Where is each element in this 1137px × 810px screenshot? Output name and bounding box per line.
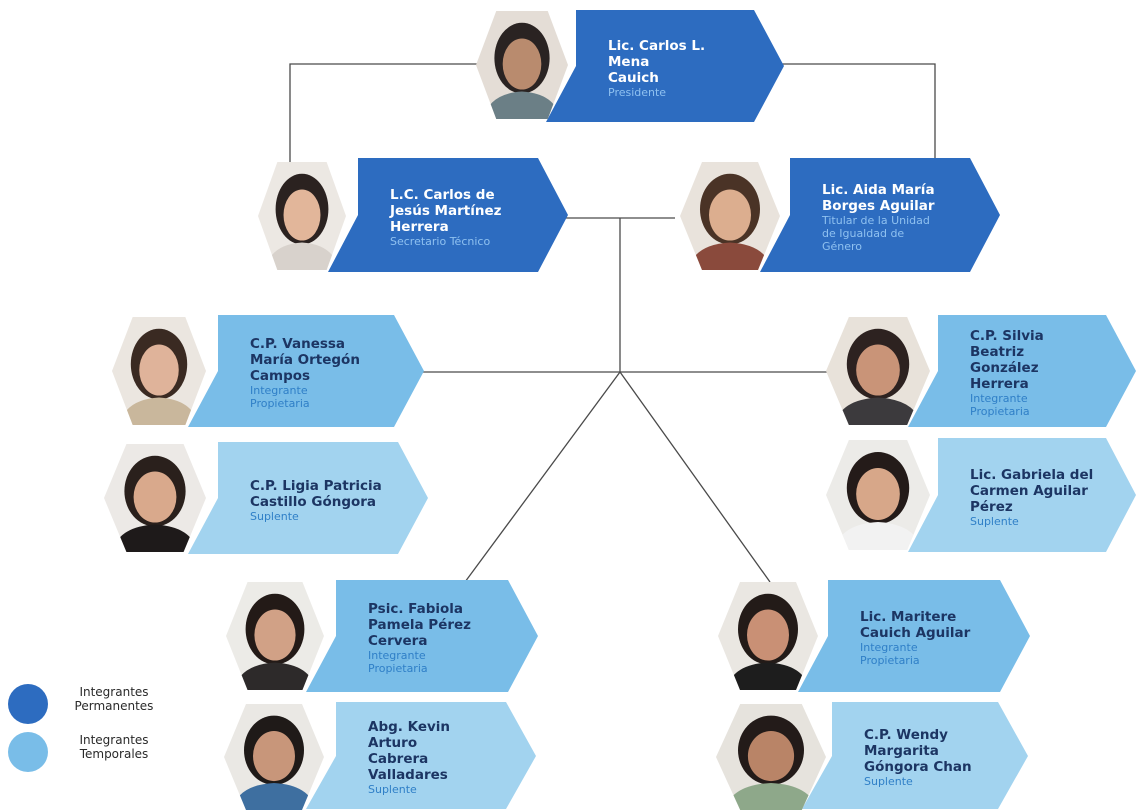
member-role: Integrante Propietaria [860,641,920,667]
legend-permanent: Integrantes Permanentes [8,682,178,726]
person-photo-icon [476,11,568,119]
person-photo-icon [716,704,826,810]
face-shape [856,468,900,520]
person-photo-icon [826,440,930,550]
face-shape [747,730,795,782]
shoulders-shape [834,522,922,550]
member-role: Suplente [970,514,1019,528]
shoulders-shape [265,242,339,270]
face-shape [856,344,900,396]
banner-vanessa: C.P. Vanessa María Ortegón Campos Integr… [188,315,424,427]
shoulders-shape [726,662,810,690]
face-shape [283,189,321,241]
person-photo-icon [718,582,818,690]
photo-ligia [104,444,206,552]
member-role: Secretario Técnico [390,234,491,248]
person-photo-icon [826,317,930,425]
person-photo-icon [258,162,346,270]
member-name: Lic. Maritere Cauich Aguilar [860,609,971,641]
photo-fabiola [226,582,324,690]
person-photo-icon [104,444,206,552]
banner-wendy: C.P. Wendy Margarita Góngora Chan Suplen… [802,702,1028,809]
member-role: Suplente [368,783,417,796]
member-role: Suplente [864,775,913,788]
person-photo-icon [226,582,324,690]
member-name: Lic. Carlos L. Mena Cauich [608,37,706,86]
banner-kevin: Abg. Kevin Arturo Cabrera Valladares Sup… [306,702,536,809]
banner-secretary: L.C. Carlos de Jesús Martínez Herrera Se… [328,158,568,272]
face-shape [139,344,179,396]
banner-fabiola: Psic. Fabiola Pamela Pérez Cervera Integ… [306,580,538,692]
photo-gender-unit [680,162,780,270]
member-role: Integrante Propietaria [970,392,1030,418]
photo-maritere [718,582,818,690]
member-name: C.P. Silvia Beatriz González Herrera [970,328,1044,392]
member-name: Psic. Fabiola Pamela Pérez Cervera [368,601,472,649]
member-name: Abg. Kevin Arturo Cabrera Valladares [368,719,451,783]
banner-gabriela: Lic. Gabriela del Carmen Aguilar Pérez S… [908,438,1136,552]
shoulders-shape [483,91,561,119]
legend-label-temporary: Integrantes Temporales [79,733,149,761]
photo-wendy [716,704,826,810]
photo-silvia [826,317,930,425]
shoulders-shape [232,783,316,810]
photo-president [476,11,568,119]
shoulders-shape [119,397,199,425]
member-role: Presidente [608,85,667,99]
banner-maritere: Lic. Maritere Cauich Aguilar Integrante … [798,580,1030,692]
face-shape [254,609,296,661]
connector-bottom-left [464,371,621,583]
face-shape [133,471,177,523]
banner-president: Lic. Carlos L. Mena Cauich Presidente [546,10,784,122]
member-role: Suplente [250,509,299,523]
photo-kevin [224,704,324,810]
legend-dot-temporary [8,732,48,772]
legend-dot-permanent [8,684,48,724]
member-role: Integrante Propietaria [250,384,310,410]
photo-vanessa [112,317,206,425]
member-role: Titular de la Unidad de Igualdad de Géne… [822,213,930,253]
photo-gabriela [826,440,930,550]
banner-gender-unit: Lic. Aida María Borges Aguilar Titular d… [760,158,1000,272]
connector-bottom-right [619,371,771,583]
connector-top-hub [562,217,675,372]
member-name: Lic. Gabriela del Carmen Aguilar Pérez [970,466,1094,515]
face-shape [747,609,789,661]
face-shape [709,189,751,241]
banner-silvia: C.P. Silvia Beatriz González Herrera Int… [908,315,1136,427]
member-name: C.P. Wendy Margarita Góngora Chan [864,727,972,775]
connector-president-secretary [289,63,480,165]
photo-secretary [258,162,346,270]
shoulders-shape [724,783,818,810]
member-name: L.C. Carlos de Jesús Martínez Herrera [390,186,502,235]
member-role: Integrante Propietaria [368,649,428,675]
member-name: C.P. Ligia Patricia Castillo Góngora [250,477,382,510]
person-photo-icon [224,704,324,810]
member-name: C.P. Vanessa María Ortegón Campos [250,336,360,384]
shoulders-shape [112,524,198,552]
face-shape [253,730,295,782]
face-shape [502,38,542,90]
connector-president-gender-unit [762,63,936,165]
person-photo-icon [112,317,206,425]
connector-lines [289,63,936,583]
banner-ligia: C.P. Ligia Patricia Castillo Góngora Sup… [188,442,428,554]
shoulders-shape [233,662,317,690]
shoulders-shape [688,242,772,270]
person-photo-icon [680,162,780,270]
legend-label-permanent: Integrantes Permanentes [74,685,154,713]
legend-temporary: Integrantes Temporales [8,730,178,774]
shoulders-shape [834,397,922,425]
member-name: Lic. Aida María Borges Aguilar [822,181,935,214]
